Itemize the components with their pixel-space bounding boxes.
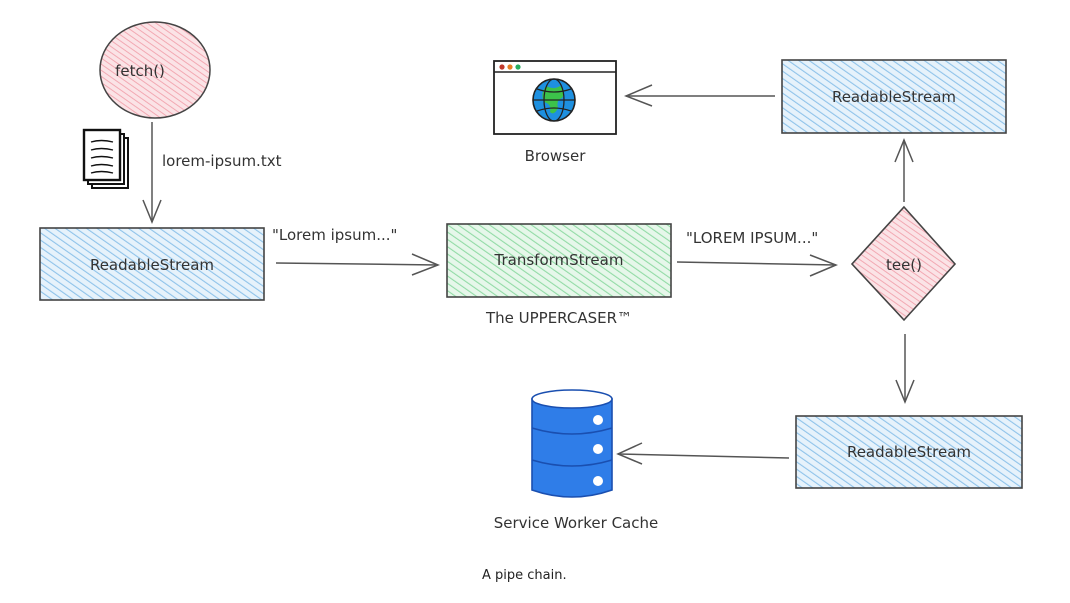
file-label: lorem-ipsum.txt <box>162 152 282 170</box>
edge2-label: "LOREM IPSUM..." <box>686 229 818 247</box>
database-icon <box>531 389 613 498</box>
figure-caption: A pipe chain. <box>482 568 567 583</box>
arrow-branch2-to-cache <box>616 442 790 465</box>
readable-source-label: ReadableStream <box>90 256 214 274</box>
transform-label: TransformStream <box>494 251 624 269</box>
arrow-branch1-to-browser <box>623 84 775 107</box>
readable-source-node: ReadableStream <box>39 227 265 301</box>
transform-caption: The UPPERCASER™ <box>485 309 632 327</box>
arrow-tee-to-branch1 <box>894 138 914 202</box>
tee-label: tee() <box>886 256 922 274</box>
arrow-transform-to-tee <box>676 254 839 277</box>
documents-icon <box>82 128 129 189</box>
readable-branch1-node: ReadableStream <box>781 59 1007 134</box>
globe-icon <box>532 78 576 122</box>
cache-label: Service Worker Cache <box>494 514 658 532</box>
browser-icon <box>493 60 617 135</box>
readable-branch1-label: ReadableStream <box>832 88 956 106</box>
arrow-readable-to-transform <box>275 253 441 276</box>
readable-branch2-node: ReadableStream <box>795 415 1023 489</box>
fetch-label: fetch() <box>115 62 165 80</box>
tee-node: tee() <box>850 205 957 322</box>
arrow-fetch-to-readable <box>142 122 162 224</box>
transform-node: TransformStream <box>446 223 672 298</box>
arrow-tee-to-branch2 <box>895 334 915 404</box>
fetch-node: fetch() <box>99 21 211 119</box>
readable-branch2-label: ReadableStream <box>847 443 971 461</box>
edge1-label: "Lorem ipsum..." <box>272 226 397 244</box>
browser-label: Browser <box>525 147 587 165</box>
